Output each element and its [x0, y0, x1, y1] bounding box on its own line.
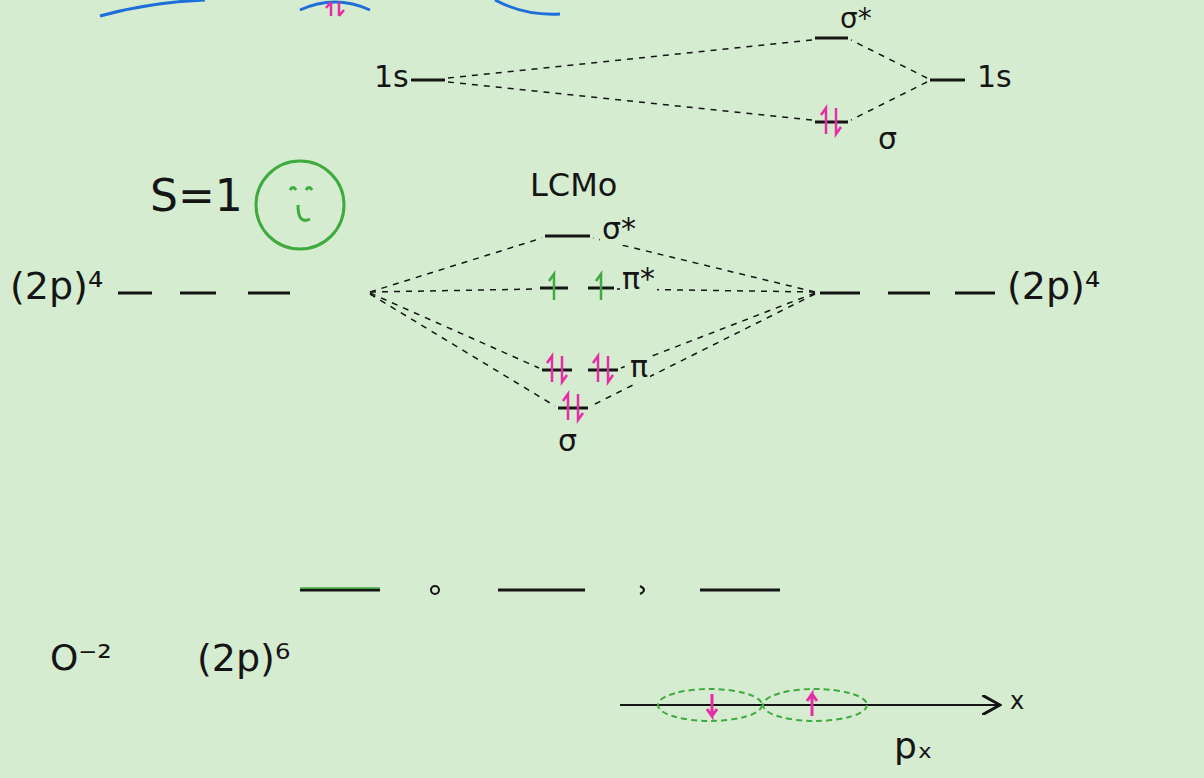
diagram-label: (2p)⁶: [195, 638, 292, 680]
level-highlight: [300, 587, 380, 589]
smiley-face: [256, 161, 344, 249]
diagram-label: S=1: [148, 172, 245, 220]
electron-pair: [326, 2, 344, 16]
electron-spin: [707, 694, 817, 716]
x-axis: [620, 704, 998, 706]
diagram-label: σ*: [600, 212, 638, 245]
diagram-label: (2p)⁴: [8, 266, 105, 308]
diagram-label: O⁻²: [48, 638, 114, 678]
energy-level: [300, 586, 780, 594]
diagram-label: π*: [620, 262, 657, 295]
p-orbital-lobe: [658, 689, 867, 721]
diagram-label: pₓ: [892, 726, 935, 766]
diagram-label: x: [1008, 688, 1026, 714]
diagram-label: π: [628, 350, 650, 383]
diagram-label: LCMo: [528, 168, 619, 203]
electron-pair: [547, 356, 613, 420]
diagram-label: (2p)⁴: [1005, 266, 1102, 308]
energy-level: [118, 236, 995, 408]
electron-unpaired: [549, 274, 601, 300]
correlation-line: [370, 238, 815, 406]
diagram-label: σ: [556, 424, 579, 457]
orbital-curve: [100, 0, 560, 16]
diagram-label: 1s: [975, 60, 1014, 93]
diagram-label: 1s: [372, 60, 411, 93]
correlation-line: [448, 40, 927, 120]
diagram-label: σ: [876, 122, 899, 155]
electron-pair: [821, 108, 841, 134]
diagram-label: σ*: [838, 4, 874, 35]
energy-level: [405, 38, 965, 122]
